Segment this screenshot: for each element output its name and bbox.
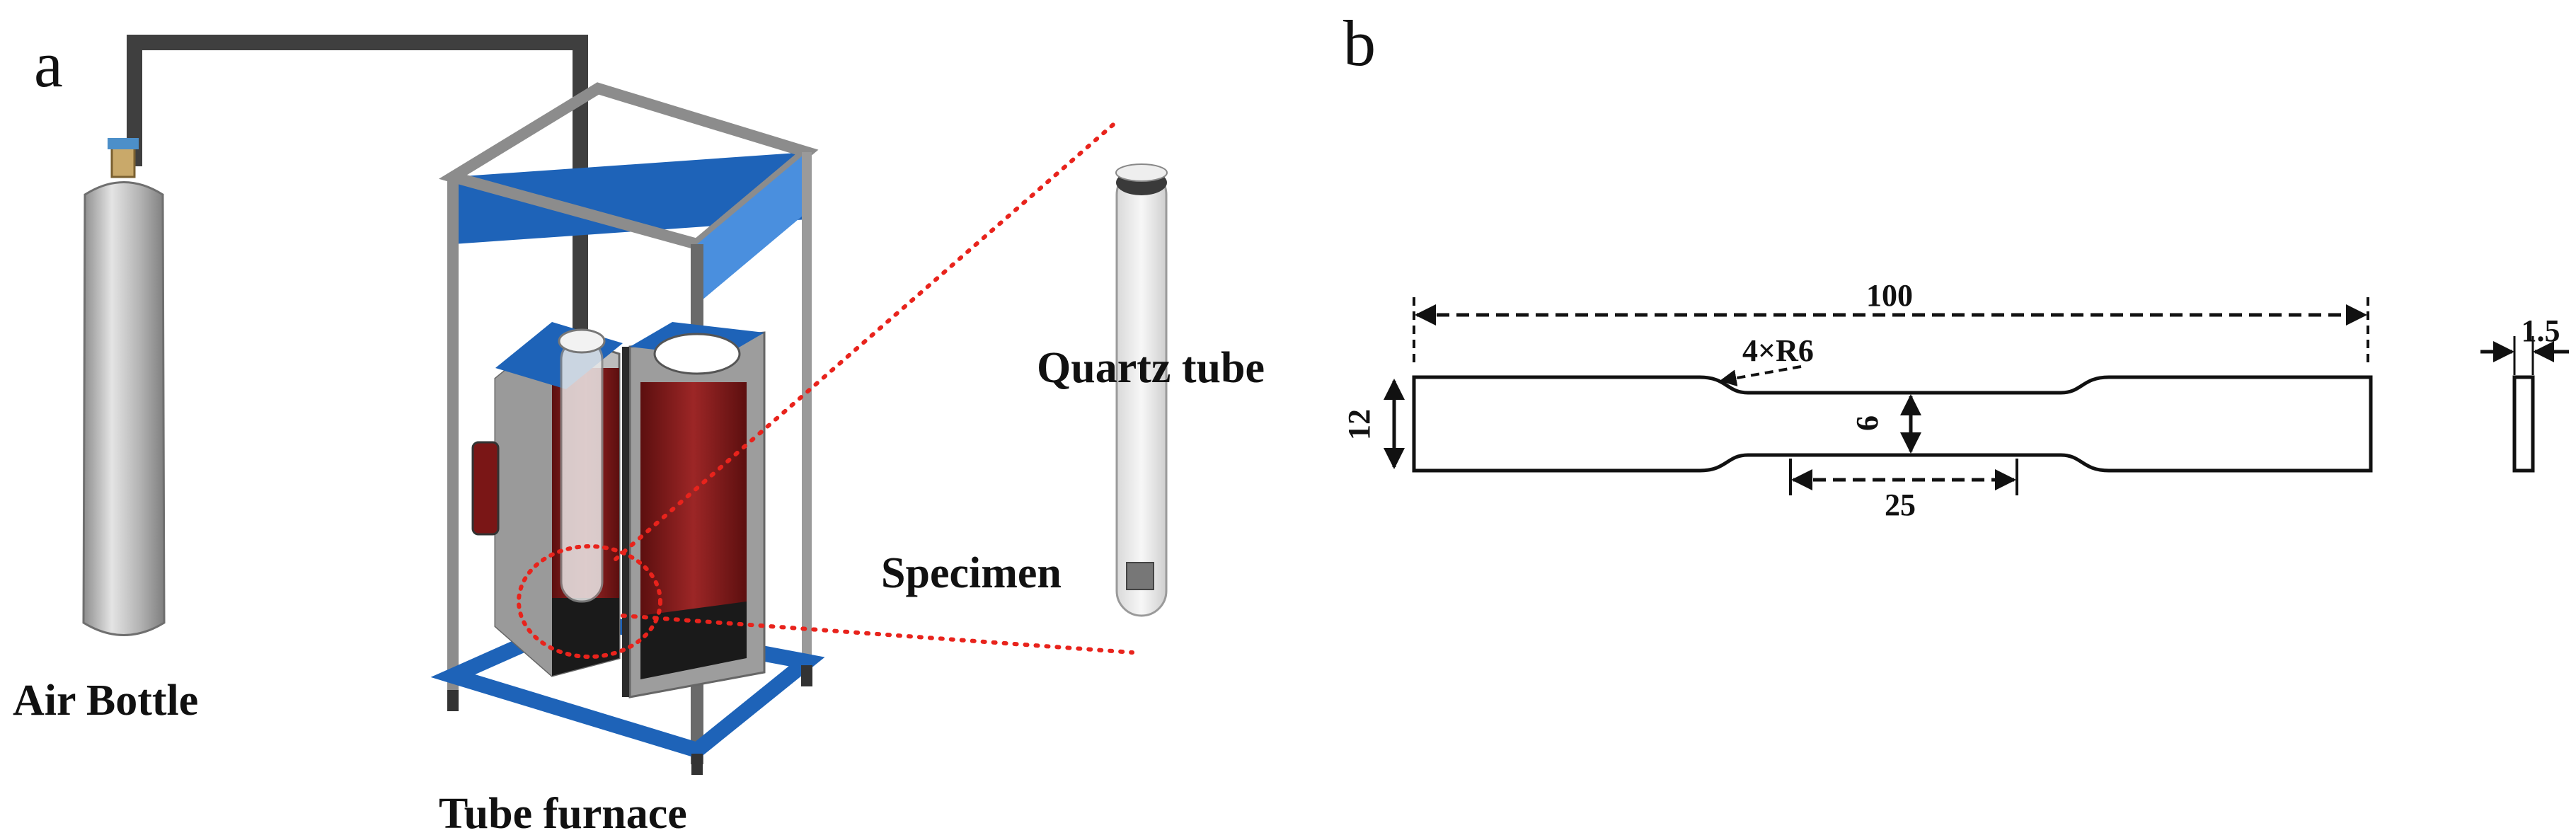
specimen-label: Specimen <box>881 549 1062 597</box>
furnace-right-half <box>622 322 766 698</box>
panel-a-letter: a <box>34 28 63 100</box>
furnace-frame <box>430 82 825 764</box>
zoom-highlight <box>517 544 662 659</box>
dim-label-thickness: 1.5 <box>2522 313 2560 348</box>
dim-leader-fillet <box>1719 365 1802 387</box>
dim-label-grip-width: 12 <box>1342 409 1376 440</box>
zoom-line-bottom <box>621 614 1134 655</box>
furnace-foot-left <box>447 690 459 711</box>
specimen-side-view <box>2512 375 2535 473</box>
panel-b-letter: b <box>1343 7 1376 79</box>
quartz-tube-label: Quartz tube <box>1037 344 1265 392</box>
dim-label-gauge-length: 25 <box>1885 488 1916 522</box>
furnace-foot-right <box>691 754 703 775</box>
quartz-tube <box>1115 163 1168 617</box>
dim-label-gauge-width: 6 <box>1850 415 1885 431</box>
specimen-block <box>1126 562 1154 590</box>
frame-top-side-panel <box>697 152 807 304</box>
bottle-cap <box>108 138 139 149</box>
bottle-valve <box>110 144 136 178</box>
furnace-left-half <box>494 322 623 677</box>
quartz-tube-body <box>1115 168 1168 617</box>
air-bottle <box>82 138 166 636</box>
furnace-handle <box>471 441 500 536</box>
dim-label-length: 100 <box>1866 278 1913 313</box>
zoom-line-top <box>614 118 1120 561</box>
air-bottle-label: Air Bottle <box>13 677 198 725</box>
tensile-specimen-outline <box>1412 375 2373 473</box>
furnace-quartz-tube <box>558 328 606 603</box>
bottle-body <box>82 181 166 636</box>
furnace-foot-back <box>801 665 812 686</box>
dim-label-fillet: 4×R6 <box>1742 333 1814 368</box>
tube-furnace-label: Tube furnace <box>439 790 687 838</box>
